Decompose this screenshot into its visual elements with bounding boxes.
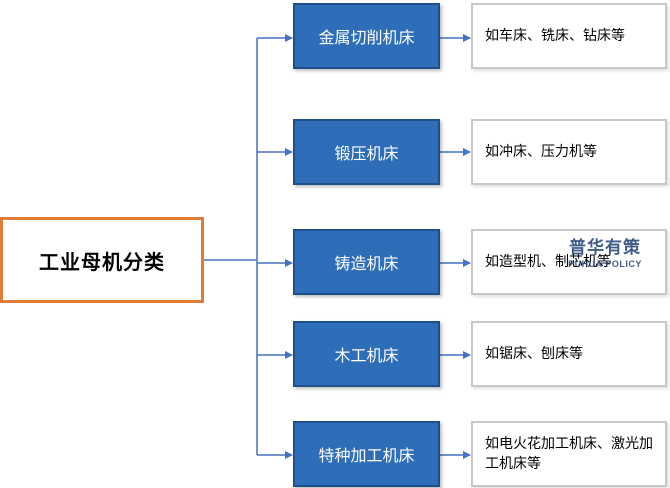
category-node-special-processing: 特种加工机床	[293, 421, 440, 487]
description-text: 如锯床、刨床等	[485, 346, 583, 362]
category-node-woodworking: 木工机床	[293, 321, 440, 387]
category-label: 特种加工机床	[318, 446, 415, 465]
category-node-casting: 铸造机床	[293, 229, 440, 295]
description-node-woodworking: 如锯床、刨床等	[471, 321, 667, 387]
description-node-special-processing: 如电火花加工机床、激光加工机床等	[471, 421, 667, 487]
description-text: 如车床、铣床、钻床等	[485, 28, 625, 44]
root-node: 工业母机分类	[0, 217, 204, 303]
watermark-chinese: 普华有策	[569, 238, 641, 258]
description-text: 如造型机、制芯机等	[485, 254, 611, 270]
root-label: 工业母机分类	[39, 249, 165, 274]
category-label: 金属切削机床	[318, 28, 415, 47]
category-node-metal-cutting: 金属切削机床	[293, 3, 440, 69]
description-text: 如冲床、压力机等	[485, 144, 597, 160]
category-label: 铸造机床	[334, 254, 399, 273]
description-node-casting: 如造型机、制芯机等	[471, 229, 667, 295]
description-text: 如电火花加工机床、激光加工机床等	[485, 436, 653, 472]
category-label: 锻压机床	[334, 144, 399, 163]
description-node-forging: 如冲床、压力机等	[471, 119, 667, 185]
category-node-forging: 锻压机床	[293, 119, 440, 185]
watermark-english: PUHUA POLICY	[568, 259, 642, 269]
category-label: 木工机床	[334, 346, 399, 365]
watermark-logo: 普华有策 PUHUA POLICY	[567, 238, 643, 270]
description-node-metal-cutting: 如车床、铣床、钻床等	[471, 3, 667, 69]
